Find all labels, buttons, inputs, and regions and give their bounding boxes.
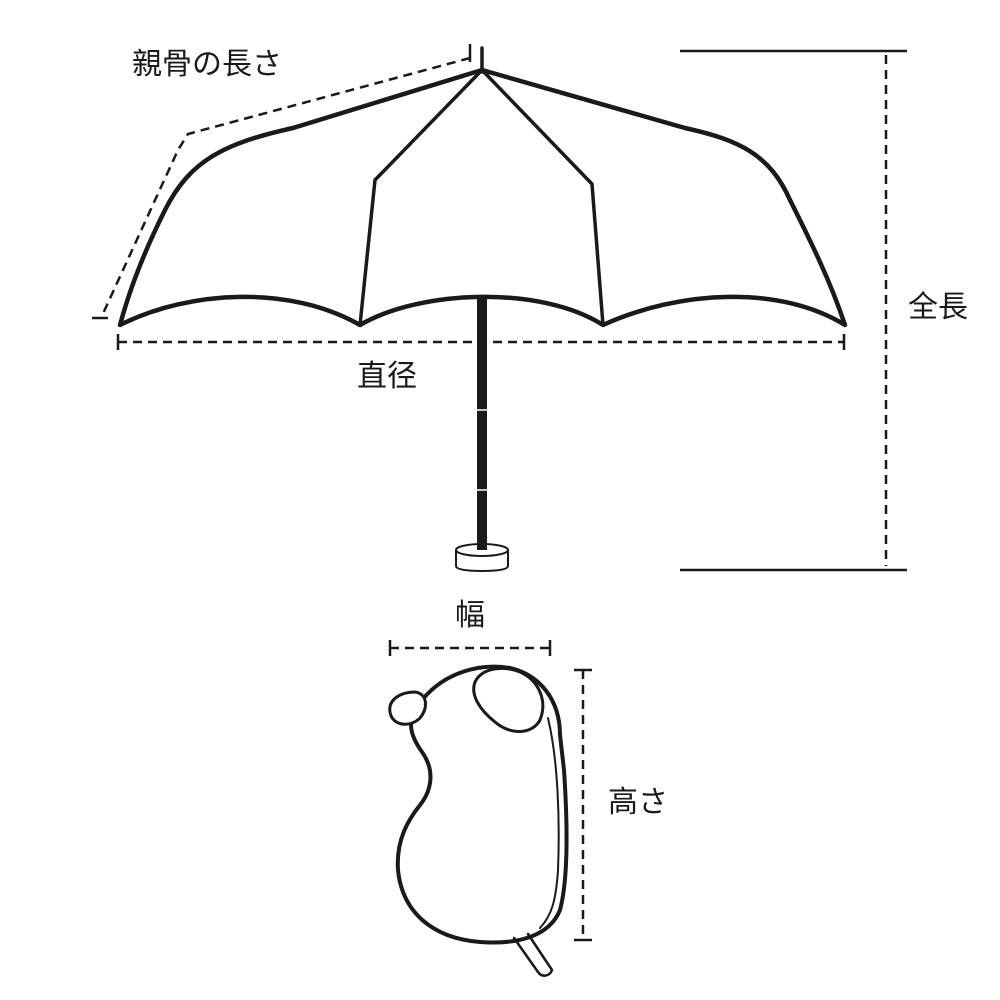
umbrella-shaft [477,296,487,550]
case-ear-right [472,666,545,733]
case-zipper-seam [539,717,560,929]
height-label: 高さ [608,785,668,820]
diameter-label: 直径 [357,359,417,394]
folded-umbrella-case [388,664,569,977]
umbrella-canopy [117,67,848,328]
dimension-lines [92,44,907,572]
case-dimension-lines [388,640,592,942]
case-ear-left [388,690,427,726]
width-label: 幅 [455,598,485,633]
total-length-label: 全長 [908,290,968,325]
rib-length-label: 親骨の長さ [132,47,282,82]
umbrella-inner-rib-left [358,68,484,327]
umbrella-handle-top [455,543,509,557]
case-zipper-pull [512,932,554,977]
open-umbrella [117,46,848,572]
umbrella-handle [455,549,509,572]
umbrella-inner-rib-right [480,68,605,327]
rib-length-dimension [99,56,471,319]
